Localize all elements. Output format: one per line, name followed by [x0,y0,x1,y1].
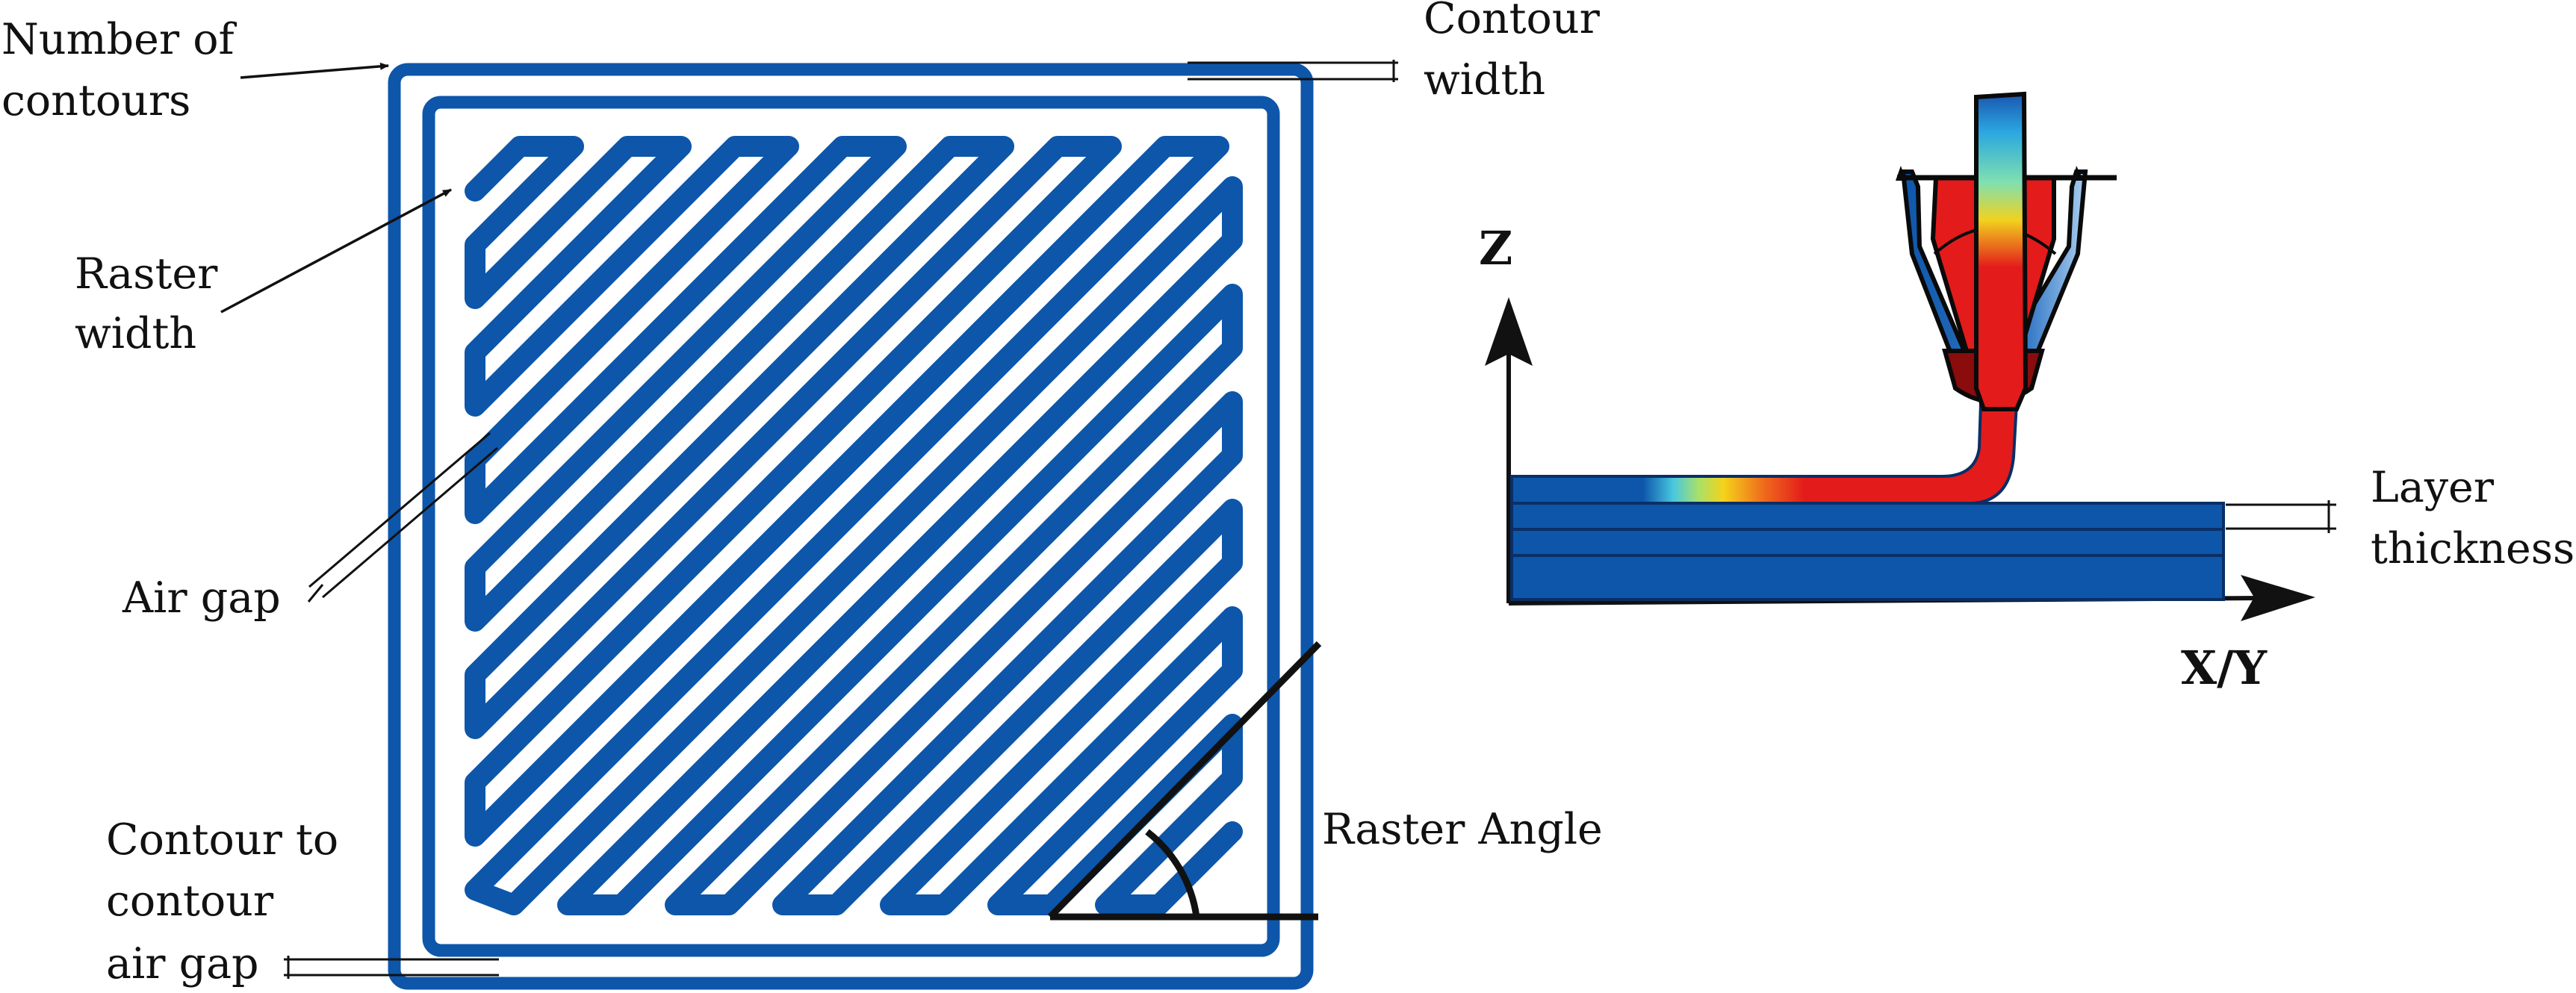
raster-width-arrow [220,188,452,314]
leader-arrows [220,62,452,314]
air-gap-dimension [307,432,498,603]
raster-angle-arc [1145,829,1200,918]
printing-cross-section [1485,91,2336,621]
xy-axis-label: X/Y [2181,641,2268,695]
raster-angle-indicator [1047,641,1322,921]
raster-width-label: Raster width [75,249,231,358]
number-of-contours-label: Number of contours [1,15,248,125]
z-axis-arrowhead [1485,297,1533,366]
xy-axis-arrowhead [2241,575,2315,621]
air-gap-label: Air gap [122,573,281,623]
raster-fill [465,136,1243,915]
extruder-nozzle [1896,91,2117,411]
layer-4 [1510,553,2225,601]
layer-deposit [1510,402,2019,505]
inner-contour [422,96,1280,957]
contour-width-dimension [1188,60,1398,82]
nozzle-flange-right [2073,166,2084,181]
layer-3 [1510,527,2225,557]
raster-angle-label: Raster Angle [1322,805,1603,854]
toolpath-layer-view [388,63,1314,990]
z-axis-label: Z [1479,221,1512,276]
raster-angle-ray [1047,641,1322,920]
filament-rod [1974,91,2029,411]
layer-thickness-label: Layer thickness [2371,463,2575,573]
contour-width-label: Contour width [1424,0,1613,105]
nozzle-flange-left [1896,166,1906,181]
number-of-contours-arrow [240,62,389,79]
contour-gap-label: Contour to contour air gap [106,815,352,989]
contour-gap-dimension [284,956,499,979]
layer-thickness-dimension [2226,500,2336,533]
outer-contour [388,63,1314,990]
layer-2 [1510,502,2225,531]
